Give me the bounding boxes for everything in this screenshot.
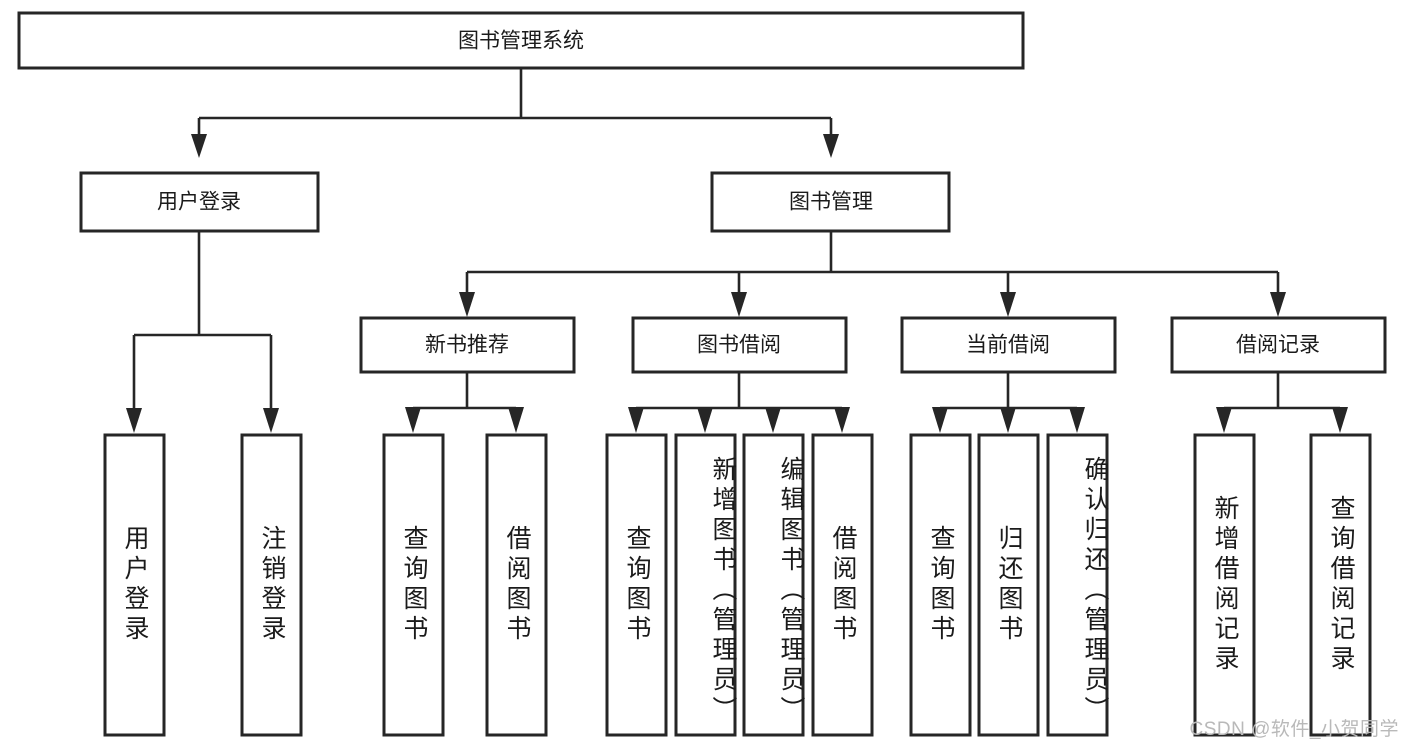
node-box-leaf-query-book-3[interactable] [909, 433, 972, 737]
arrow-book-borrow-to-leaf-2-icon [697, 407, 713, 433]
node-box-leaf-return-book[interactable] [977, 433, 1040, 737]
node-box-leaf-add-borrow-record[interactable] [1193, 433, 1256, 737]
arrow-user-login-to-leaf-1-icon [126, 408, 142, 433]
arrow-book-borrow-to-leaf-1-icon [628, 407, 644, 433]
node-box-leaf-borrow-book-2[interactable] [811, 433, 874, 737]
node-box-leaf-query-borrow-record[interactable] [1309, 433, 1372, 737]
node-label-user-login: 用户登录 [157, 191, 241, 214]
node-label-book-manage: 图书管理 [789, 191, 873, 214]
node-box-borrow-record[interactable] [1170, 316, 1387, 374]
node-box-leaf-query-book-2[interactable] [605, 433, 668, 737]
arrow-new-book-to-leaf-1-icon [405, 407, 421, 433]
arrow-root-to-user-login-icon [191, 134, 207, 158]
arrow-book-manage-to-borrow-icon [731, 292, 747, 317]
node-box-leaf-borrow-book-1[interactable] [485, 433, 548, 737]
node-label-borrow-record: 借阅记录 [1236, 334, 1320, 357]
arrow-borrow-record-to-leaf-2-icon [1332, 407, 1348, 433]
arrow-book-manage-to-current-icon [1000, 292, 1016, 317]
node-box-book-borrow[interactable] [631, 316, 848, 374]
arrow-book-borrow-to-leaf-4-icon [834, 407, 850, 433]
node-label-current-borrow: 当前借阅 [966, 334, 1050, 357]
arrow-user-login-to-leaf-2-icon [263, 408, 279, 433]
arrow-new-book-to-leaf-2-icon [508, 407, 524, 433]
node-box-leaf-user-login[interactable] [103, 433, 166, 737]
node-box-leaf-edit-book-admin[interactable] [742, 433, 805, 737]
arrow-current-borrow-to-leaf-3-icon [1069, 407, 1085, 433]
node-box-leaf-logout[interactable] [240, 433, 303, 737]
arrow-current-borrow-to-leaf-1-icon [932, 407, 948, 433]
arrow-book-manage-to-record-icon [1270, 292, 1286, 317]
arrow-current-borrow-to-leaf-2-icon [1000, 407, 1016, 433]
node-box-leaf-confirm-return-admin[interactable] [1046, 433, 1109, 737]
node-label-book-borrow: 图书借阅 [697, 334, 781, 357]
arrow-borrow-record-to-leaf-1-icon [1216, 407, 1232, 433]
arrow-book-manage-to-new-book-icon [459, 292, 475, 317]
node-box-new-book-recommend[interactable] [359, 316, 576, 374]
node-label-new-book-recommend: 新书推荐 [425, 334, 509, 357]
node-box-leaf-add-book-admin[interactable] [674, 433, 737, 737]
arrow-book-borrow-to-leaf-3-icon [765, 407, 781, 433]
node-box-current-borrow[interactable] [900, 316, 1117, 374]
node-box-root[interactable] [17, 11, 1025, 70]
node-box-book-manage[interactable] [710, 171, 951, 233]
arrow-root-to-book-manage-icon [823, 134, 839, 158]
node-box-leaf-query-book-1[interactable] [382, 433, 445, 737]
watermark-text: CSDN @软件_小贺同学 [1189, 719, 1399, 740]
node-label-root: 图书管理系统 [458, 30, 584, 53]
